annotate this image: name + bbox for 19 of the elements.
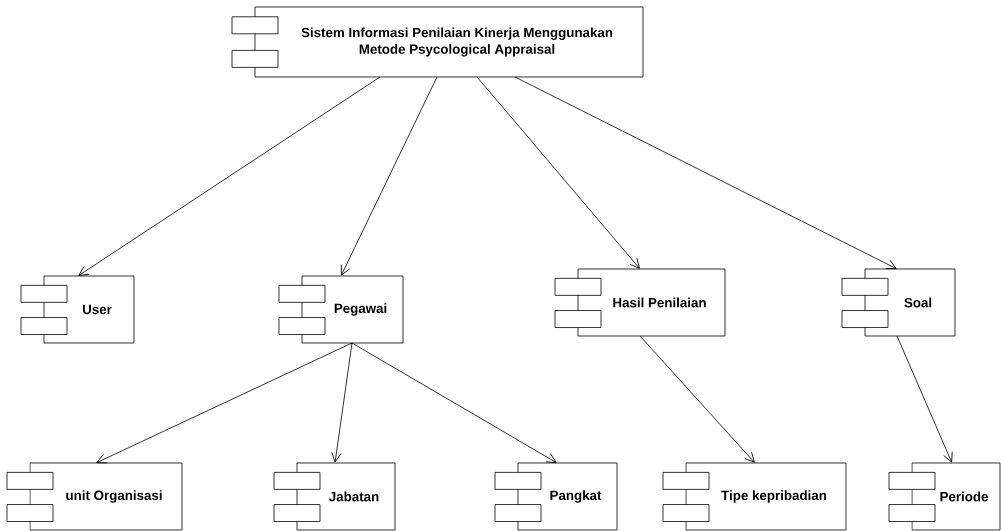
arrow [514, 76, 897, 269]
component-box: Periode [888, 462, 1001, 531]
arrow [96, 342, 353, 464]
component-box: Tipe kepribadian [662, 462, 847, 531]
arrow [340, 76, 438, 276]
component-box: Pegawai [278, 275, 404, 344]
arrow [896, 335, 953, 463]
component-box: unit Organisasi [6, 462, 183, 531]
component-box: Sistem Informasi Penilaian Kinerja Menggunakan Metode Psycological Appraisal [231, 6, 644, 78]
arrow [331, 342, 353, 463]
arrow [476, 76, 640, 269]
arrow [639, 335, 755, 463]
component-box: Hasil Penilaian [554, 268, 726, 337]
arrow [78, 76, 381, 276]
component-box: User [20, 275, 135, 344]
arrow [351, 342, 557, 463]
component-box: Jabatan [273, 462, 396, 531]
component-box: Soal [841, 268, 956, 337]
component-box: Pangkat [494, 462, 618, 531]
